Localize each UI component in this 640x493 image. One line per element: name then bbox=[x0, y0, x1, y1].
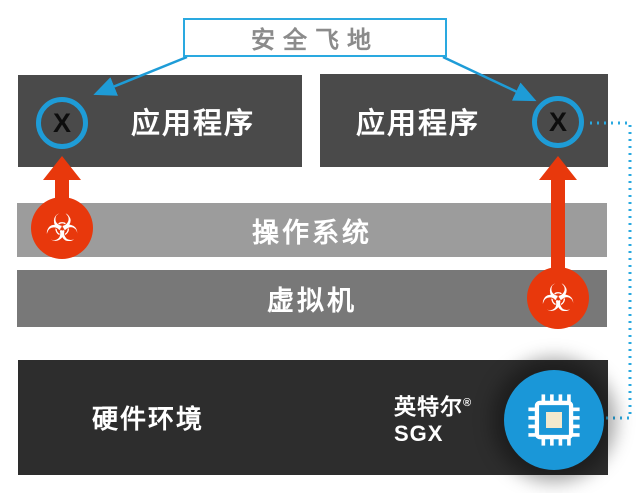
attack-arrow-head-left bbox=[43, 156, 81, 180]
biohazard-glyph: ☣ bbox=[44, 206, 80, 250]
layer-virtual-machine: 虚拟机 bbox=[17, 270, 607, 327]
hardware-label: 硬件环境 bbox=[92, 404, 205, 434]
application-left-label: 应用程序 bbox=[130, 108, 255, 140]
registered-mark: ® bbox=[463, 397, 473, 409]
enclave-block-icon-left: X bbox=[36, 97, 88, 149]
attack-arrow-head-right bbox=[539, 156, 577, 180]
application-right-label: 应用程序 bbox=[355, 107, 480, 140]
x-mark: X bbox=[548, 106, 567, 137]
biohazard-icon-right: ☣ bbox=[527, 267, 589, 329]
cpu-chip-icon bbox=[528, 394, 580, 446]
layer-operating-system: 操作系统 bbox=[17, 203, 607, 257]
sgx-product-line: SGX bbox=[394, 421, 444, 447]
biohazard-glyph: ☣ bbox=[540, 276, 576, 320]
enclave-callout-label: 安全飞地 bbox=[251, 27, 379, 54]
sgx-chip-badge bbox=[504, 370, 604, 470]
virtual-machine-label: 虚拟机 bbox=[267, 286, 357, 316]
intel-sgx-label: 英特尔® SGX bbox=[394, 390, 472, 447]
x-mark: X bbox=[52, 107, 71, 138]
enclave-callout-box: 安全飞地 bbox=[183, 18, 447, 57]
enclave-block-icon-right: X bbox=[532, 96, 584, 148]
intel-brand-line: 英特尔® bbox=[394, 394, 473, 420]
biohazard-icon-left: ☣ bbox=[31, 197, 93, 259]
operating-system-label: 操作系统 bbox=[252, 217, 372, 248]
attack-arrow-shaft-right bbox=[551, 176, 565, 292]
